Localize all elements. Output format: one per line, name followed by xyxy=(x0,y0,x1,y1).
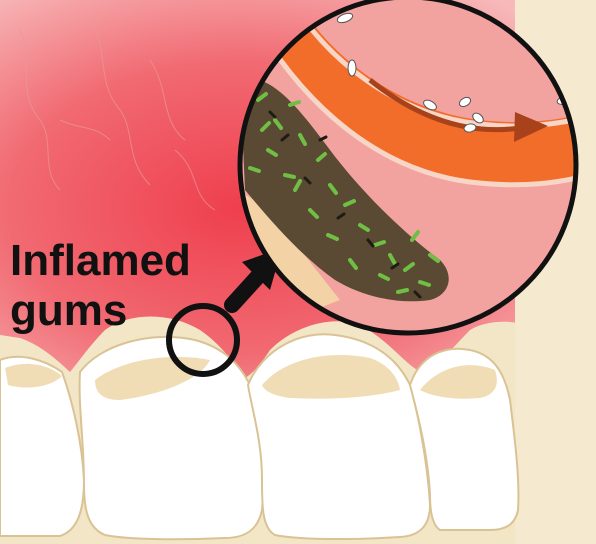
label-inflamed: Inflamed xyxy=(10,238,191,284)
label-gums: gums xyxy=(10,288,127,334)
